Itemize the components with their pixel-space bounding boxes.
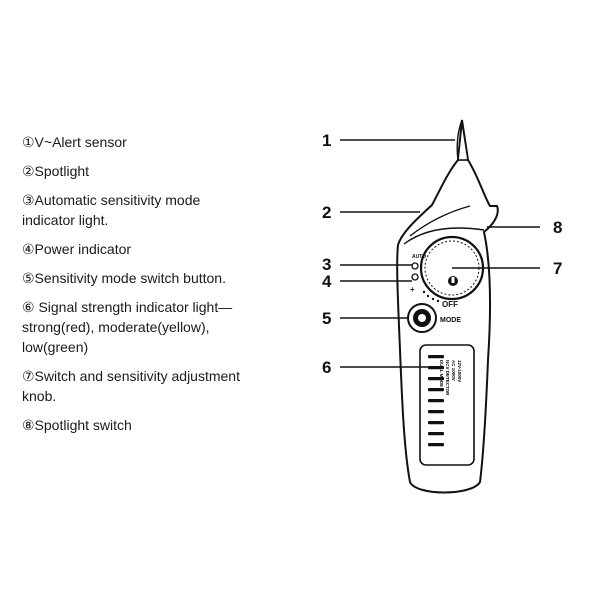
legend-line: knob. [22,388,57,404]
legend-line: ⑥ Signal strength indicator light— [22,299,233,315]
legend-line: ⑦Switch and sensitivity adjustment [22,368,240,384]
v-alert-sensor [457,121,469,161]
auto-sensitivity-indicator-light [411,262,419,270]
panel-text-dual-mode: DUAL MODE [439,360,444,387]
legend-line: ⑧Spotlight switch [22,417,132,433]
panel-text-ac-rating: AC 1000V [451,360,456,381]
knob-scale-dots [422,290,440,303]
panel-text-ncv-detector: NCV DETECTOR [445,360,450,396]
legend-item-spotlight: ②Spotlight [22,161,302,181]
legend-line: indicator light. [22,212,109,228]
off-label: OFF [442,300,458,309]
callout-3: 3 [322,255,331,274]
legend-line: ③Automatic sensitivity mode [22,192,201,208]
panel-text-voltage-range: 12V-1000V [457,360,462,382]
device-diagram: OFF + AUTO MODE 12V-1000V AC 1000V NCV D… [322,119,562,494]
legend: ①V~Alert sensor ②Spotlight ③Automatic se… [22,132,302,444]
legend-line: ②Spotlight [22,163,90,179]
legend-line: ⑤Sensitivity mode switch button. [22,270,226,286]
legend-line: ④Power indicator [22,241,132,257]
callout-5: 5 [322,309,331,328]
legend-item-v-alert-sensor: ①V~Alert sensor [22,132,302,152]
legend-item-power-indicator: ④Power indicator [22,239,302,259]
legend-item-spotlight-switch: ⑧Spotlight switch [22,415,302,435]
callout-1: 1 [322,131,331,150]
legend-item-adjustment-knob: ⑦Switch and sensitivity adjustment knob. [22,366,302,406]
callout-8: 8 [553,218,562,237]
legend-item-mode-switch-button: ⑤Sensitivity mode switch button. [22,268,302,288]
auto-label: AUTO [412,254,426,260]
mode-label: MODE [440,317,461,324]
callout-7: 7 [553,259,562,278]
legend-item-signal-strength: ⑥ Signal strength indicator light— stron… [22,297,302,357]
callout-6: 6 [322,358,331,377]
callout-lines [340,139,540,368]
power-indicator-light [411,273,419,281]
plus-label: + [410,285,415,294]
signal-strength-indicator-lights [428,355,444,447]
callout-4: 4 [322,272,332,291]
legend-item-auto-sensitivity: ③Automatic sensitivity mode indicator li… [22,190,302,230]
mode-switch-button [407,303,437,333]
legend-line: strong(red), moderate(yellow), [22,319,210,335]
legend-line: low(green) [22,339,89,355]
callout-2: 2 [322,203,331,222]
panel-text-group: 12V-1000V AC 1000V NCV DETECTOR DUAL MOD… [439,360,462,396]
legend-line: ①V~Alert sensor [22,134,127,150]
